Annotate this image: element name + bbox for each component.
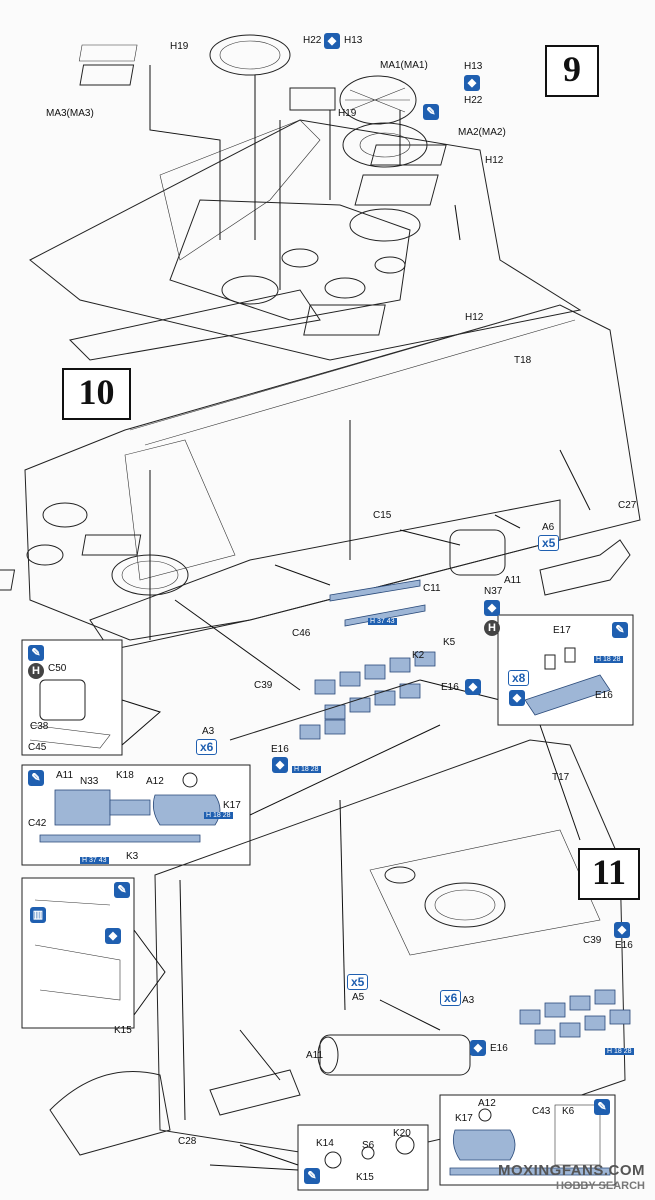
paint-icon: ✎ — [28, 645, 44, 661]
inset-e17 — [497, 614, 634, 841]
color-ref-1: H 37 43 — [368, 618, 397, 625]
glue-icon: ◆ — [470, 1040, 486, 1056]
label-k3: K3 — [126, 851, 139, 862]
label-h22: H22 — [303, 35, 322, 46]
label-a11-b: A11 — [56, 770, 74, 781]
label-h13: H13 — [344, 35, 363, 46]
glue-icon: ◆ — [484, 600, 500, 616]
multiplier-x6-b: x6 — [440, 990, 462, 1006]
glue-icon: ◆ — [509, 690, 525, 706]
label-a12-b: A12 — [478, 1098, 496, 1109]
label-k2: K2 — [412, 650, 425, 661]
label-h12-b: H12 — [465, 312, 484, 323]
multiplier-x8: x8 — [508, 670, 530, 686]
color-ref-5: H 18 28 — [204, 812, 233, 819]
paint-icon: ✎ — [612, 622, 628, 638]
label-a6: A6 — [542, 522, 555, 533]
step-number-9: 9 — [545, 45, 599, 97]
multiplier-x5-b: x5 — [347, 974, 369, 990]
letter-h-icon: H — [484, 620, 500, 636]
watermark-site: MOXINGFANS.COM — [497, 1162, 645, 1179]
label-c45: C45 — [28, 742, 47, 753]
label-c38: C38 — [30, 721, 49, 732]
label-c27: C27 — [618, 500, 637, 511]
glue-icon: ◆ — [614, 922, 630, 938]
label-c43: C43 — [532, 1106, 551, 1117]
label-k20: K20 — [393, 1128, 411, 1139]
label-c46: C46 — [292, 628, 311, 639]
letter-h-icon: H — [28, 663, 44, 679]
label-h19: H19 — [170, 41, 189, 52]
color-ref-4: H 37 43 — [80, 857, 109, 864]
label-k15: K15 — [114, 1025, 132, 1036]
inset-step11-left — [21, 877, 166, 1029]
label-k6: K6 — [562, 1106, 575, 1117]
label-e17: E17 — [553, 625, 571, 636]
watermark-shop: HOBBY SEARCH — [555, 1180, 645, 1192]
label-a11: A11 — [504, 575, 522, 586]
label-h22-b: H22 — [464, 95, 483, 106]
label-c39-b: C39 — [583, 935, 602, 946]
glue-icon: ◆ — [272, 757, 288, 773]
label-t17: T17 — [552, 772, 570, 783]
multiplier-x5: x5 — [538, 535, 560, 551]
label-c28: C28 — [178, 1136, 197, 1147]
label-ma2: MA2(MA2) — [458, 127, 506, 138]
color-ref-6: H 18 28 — [605, 1048, 634, 1055]
multiplier-x6: x6 — [196, 739, 218, 755]
label-a12: A12 — [146, 776, 164, 787]
label-n37: N37 — [484, 586, 503, 597]
label-n33: N33 — [80, 776, 99, 787]
label-a11-c: A11 — [306, 1050, 324, 1061]
glue-icon: ◆ — [465, 679, 481, 695]
inset-k17-bottom — [439, 1094, 616, 1186]
paint-icon: ✎ — [594, 1099, 610, 1115]
label-c39: C39 — [254, 680, 273, 691]
label-k15-b: K15 — [356, 1172, 374, 1183]
label-k5: K5 — [443, 637, 456, 648]
step10-hull — [0, 304, 641, 741]
label-a3-b: A3 — [462, 995, 475, 1006]
label-c50: C50 — [48, 663, 67, 674]
label-s6: S6 — [362, 1140, 375, 1151]
label-k14: K14 — [316, 1138, 334, 1149]
track-links-step10 — [299, 651, 436, 740]
label-a5: A5 — [352, 992, 365, 1003]
label-k18: K18 — [116, 770, 134, 781]
label-e16-c: E16 — [595, 690, 613, 701]
paint-icon: ✎ — [423, 104, 439, 120]
label-t18: T18 — [514, 355, 532, 366]
paint-icon: ✎ — [114, 882, 130, 898]
label-c11: C11 — [423, 583, 441, 594]
label-e16-d: E16 — [615, 940, 633, 951]
paint-icon: ✎ — [304, 1168, 320, 1184]
step-number-11: 11 — [578, 848, 640, 900]
label-ma1: MA1(MA1) — [380, 60, 428, 71]
label-h13-b: H13 — [464, 61, 483, 72]
drill-hole-icon: ▥ — [30, 907, 46, 923]
glue-icon: ◆ — [464, 75, 480, 91]
paint-icon: ✎ — [28, 770, 44, 786]
label-k17: K17 — [223, 800, 241, 811]
label-c42: C42 — [28, 818, 47, 829]
label-a3: A3 — [202, 726, 215, 737]
label-e16: E16 — [441, 682, 459, 693]
glue-icon: ◆ — [324, 33, 340, 49]
step-number-10: 10 — [62, 368, 131, 420]
label-e16-b: E16 — [271, 744, 289, 755]
step9-hull — [29, 34, 582, 361]
label-c15: C15 — [373, 510, 392, 521]
label-k17-b: K17 — [455, 1113, 473, 1124]
track-links-step11 — [519, 989, 631, 1045]
color-ref-2: H 18 28 — [292, 766, 321, 773]
label-e16-e: E16 — [490, 1043, 508, 1054]
step11-hull — [49, 739, 631, 1161]
label-h19-b: H19 — [338, 108, 357, 119]
label-ma3: MA3(MA3) — [46, 108, 94, 119]
color-ref-3: H 18 28 — [594, 656, 623, 663]
glue-icon: ◆ — [105, 928, 121, 944]
label-h12: H12 — [485, 155, 504, 166]
